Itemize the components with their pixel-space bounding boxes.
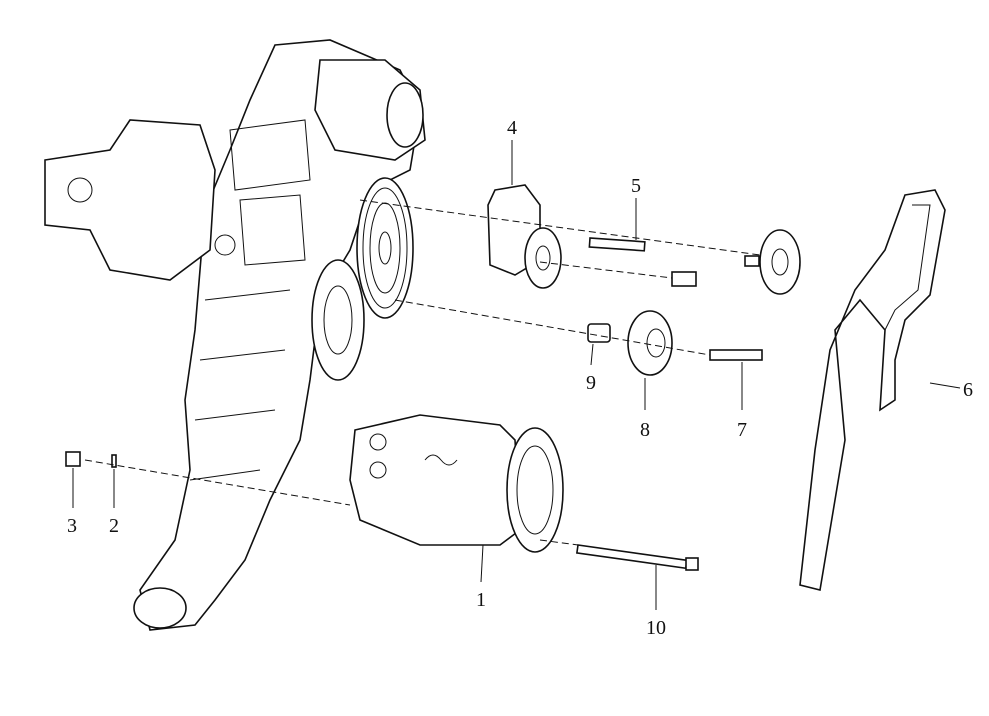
- callout-2: 2: [109, 515, 119, 537]
- callout-4: 4: [507, 117, 517, 139]
- part-10-bolt: [575, 544, 699, 571]
- part-9-spacer: [587, 323, 611, 343]
- callout-10: 10: [646, 617, 666, 639]
- engine-block: [44, 39, 426, 631]
- callout-9: 9: [586, 372, 596, 394]
- callout-6: 6: [963, 379, 973, 401]
- callout-3: 3: [67, 515, 77, 537]
- part-7-bolt: [709, 349, 763, 361]
- upper-idler-pulley: [744, 229, 801, 295]
- callout-1: 1: [476, 589, 486, 611]
- leader-lines: [72, 140, 961, 610]
- part-3-nut: [65, 451, 81, 467]
- part-6-drive-belt: [799, 189, 946, 591]
- callout-8: 8: [640, 419, 650, 441]
- callout-5: 5: [631, 175, 641, 197]
- part-4-tensioner: [487, 184, 562, 289]
- part-1-ac-compressor: [349, 414, 564, 553]
- part-2-washer: [111, 454, 117, 468]
- part-5-bolt: [588, 237, 646, 252]
- small-nut: [671, 271, 697, 287]
- callout-7: 7: [737, 419, 747, 441]
- crankshaft-pulley: [356, 177, 414, 319]
- part-8-idler-pulley: [627, 310, 673, 376]
- assembly-lines: [84, 199, 761, 546]
